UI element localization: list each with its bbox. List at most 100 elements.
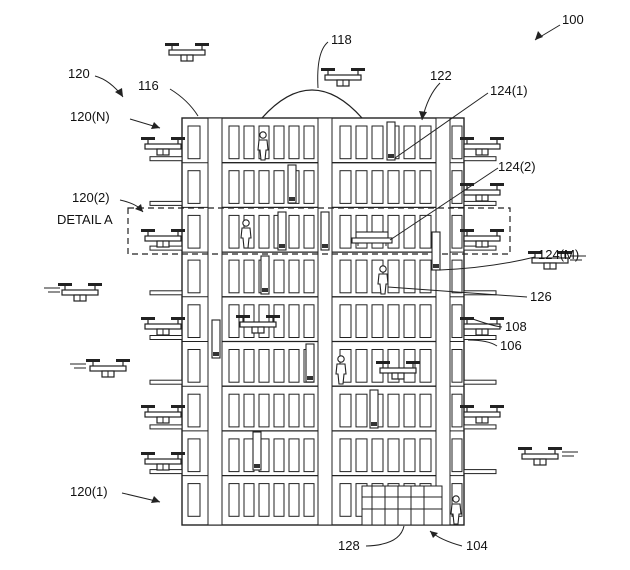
window [273, 170, 285, 204]
window [258, 170, 270, 204]
window [403, 304, 416, 338]
window [243, 483, 255, 517]
window [228, 483, 240, 517]
window [273, 483, 285, 517]
window [403, 438, 416, 473]
window [288, 393, 300, 428]
window [187, 170, 201, 204]
window [273, 125, 285, 160]
side-platform [463, 379, 497, 385]
window [228, 438, 240, 473]
window [419, 438, 432, 473]
window [355, 393, 368, 428]
side-platform [463, 200, 497, 206]
window [288, 304, 300, 338]
window [339, 170, 352, 204]
window [288, 259, 300, 294]
motion-lines [44, 255, 586, 457]
window [187, 438, 201, 473]
side-platforms [149, 156, 497, 475]
window [419, 259, 432, 294]
window [258, 483, 270, 517]
window [355, 438, 368, 473]
window [258, 304, 270, 338]
label-120-1: 120(1) [70, 484, 108, 499]
window [228, 349, 240, 383]
window [243, 393, 255, 428]
label-120-n: 120(N) [70, 109, 110, 124]
side-platform [149, 156, 183, 162]
window [451, 259, 463, 294]
window [403, 349, 416, 383]
label-128: 128 [338, 538, 360, 553]
label-118: 118 [331, 32, 352, 47]
window [187, 125, 201, 160]
window [339, 304, 352, 338]
window [419, 393, 432, 428]
window [387, 438, 400, 473]
window [303, 259, 315, 294]
side-platform [463, 469, 497, 475]
window [258, 214, 270, 249]
window [451, 304, 463, 338]
label-122: 122 [430, 68, 452, 83]
window [419, 304, 432, 338]
ground-doors [361, 485, 443, 526]
window [303, 125, 315, 160]
window [288, 483, 300, 517]
window [243, 170, 255, 204]
window [387, 349, 400, 383]
reference-labels: 100 120 116 118 122 124(1) 120(N) 124(2)… [57, 12, 584, 553]
window [303, 483, 315, 517]
window [187, 259, 201, 294]
window [273, 349, 285, 383]
label-120-2: 120(2) [72, 190, 110, 205]
side-platform [149, 290, 183, 296]
window [355, 304, 368, 338]
window [273, 304, 285, 338]
window [288, 438, 300, 473]
window [371, 349, 384, 383]
window [387, 259, 400, 294]
window [403, 214, 416, 249]
window [339, 483, 352, 517]
window [303, 438, 315, 473]
window [339, 214, 352, 249]
window [288, 349, 300, 383]
window [243, 125, 255, 160]
side-platform [149, 335, 183, 340]
window [403, 259, 416, 294]
label-124-2: 124(2) [498, 159, 536, 174]
window [451, 438, 463, 473]
window [243, 259, 255, 294]
window [403, 170, 416, 204]
window [288, 214, 300, 249]
window [403, 393, 416, 428]
side-platform [463, 156, 497, 162]
side-platform [149, 200, 183, 206]
window [451, 170, 463, 204]
window [228, 214, 240, 249]
window [451, 125, 463, 160]
window [387, 304, 400, 338]
side-platform [149, 379, 183, 385]
window [371, 438, 384, 473]
window [339, 259, 352, 294]
window [258, 349, 270, 383]
window [243, 304, 255, 338]
side-platform [149, 424, 183, 430]
window [228, 259, 240, 294]
window [228, 304, 240, 338]
label-104: 104 [466, 538, 488, 553]
window [403, 125, 416, 160]
label-124-1: 124(1) [490, 83, 528, 98]
label-106: 106 [500, 338, 522, 353]
label-120: 120 [68, 66, 90, 81]
window [303, 393, 315, 428]
window [258, 393, 270, 428]
label-detail-a: DETAIL A [57, 212, 113, 227]
window [303, 170, 315, 204]
window [228, 393, 240, 428]
label-126: 126 [530, 289, 552, 304]
